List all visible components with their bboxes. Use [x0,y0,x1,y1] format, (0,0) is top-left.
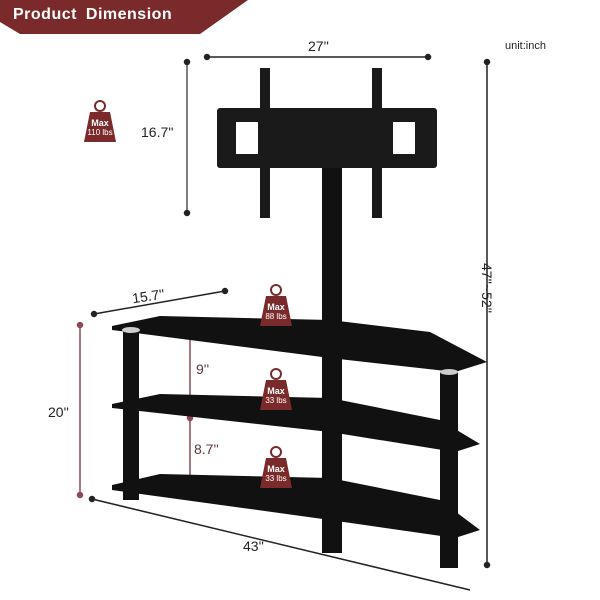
center-pole [322,168,342,553]
weight-badge-middle-shelf: Max 33 lbs [258,366,294,412]
weight-badge-top-shelf: Max 88 lbs [258,282,294,328]
weight-icon [84,100,116,142]
unit-label: unit:inch [505,40,546,52]
weight-badge-mount: Max 110 lbs [82,98,118,144]
dimension-lines [88,53,491,591]
weight-icon [260,368,292,410]
banner-shape [0,0,248,34]
shelves [112,316,487,538]
weight-icon [260,446,292,488]
legs [122,327,458,568]
width-label: 43'' [243,538,264,554]
weight-badge-bottom-shelf: Max 33 lbs [258,444,294,490]
total-height-label: 47''~52'' [479,262,496,314]
weight-icon [260,284,292,326]
page-title: Product Dimension [13,6,173,23]
shelf-height-label: 20'' [48,404,69,420]
header-banner: Product Dimension [0,0,600,36]
gap-bottom-label: 8.7'' [194,441,219,457]
gap-top-label: 9'' [196,361,210,377]
mount-width-label: 27'' [308,38,329,54]
tv-mount [217,68,437,218]
mount-height-label: 16.7'' [141,124,174,140]
